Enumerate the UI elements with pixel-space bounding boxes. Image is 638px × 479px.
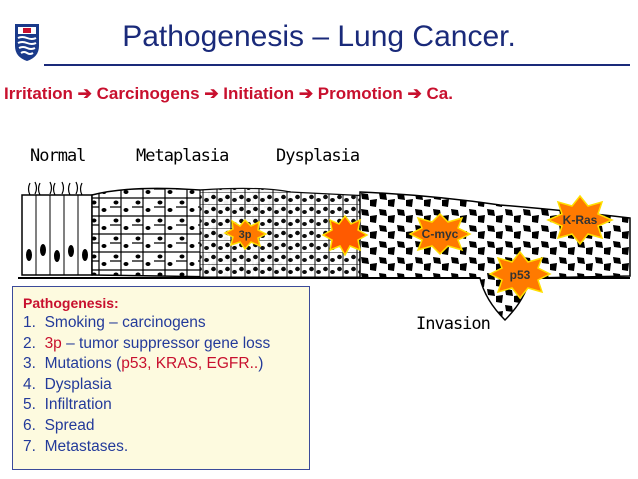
- pathogenesis-list: 1. Smoking – carcinogens 2. 3p – tumor s…: [23, 313, 309, 457]
- marker-label-kras: K-Ras: [563, 213, 598, 227]
- marker-label-p53: p53: [510, 268, 531, 282]
- list-item: 4. Dysplasia: [23, 375, 112, 393]
- page-title: Pathogenesis – Lung Cancer.: [122, 20, 516, 53]
- list-item: 6. Spread: [23, 416, 95, 434]
- list-item: 7. Metastases.: [23, 437, 129, 455]
- mutation-burst: [321, 214, 369, 257]
- stage-label-dysplasia: Dysplasia: [276, 146, 360, 166]
- pathogenesis-heading: Pathogenesis:: [23, 295, 119, 311]
- list-item: 2. 3p – tumor suppressor gene loss: [23, 334, 271, 352]
- marker-p53: [488, 250, 552, 300]
- list-item: 5. Infiltration: [23, 396, 112, 414]
- normal-cells: [21, 194, 93, 276]
- marker-label-3p: 3p: [239, 229, 252, 241]
- university-logo: [15, 24, 39, 61]
- pathogenesis-box: Pathogenesis: 1. Smoking – carcinogens 2…: [12, 286, 310, 470]
- list-item: 1. Smoking – carcinogens: [23, 314, 206, 331]
- stage-label-invasion: Invasion: [416, 314, 491, 334]
- list-item: 3. Mutations (p53, KRAS, EGFR..): [23, 355, 264, 373]
- marker-cmyc: [408, 212, 472, 256]
- stage-label-normal: Normal: [30, 146, 86, 166]
- marker-label-cmyc: C-myc: [422, 227, 459, 241]
- cilia: [27, 181, 83, 196]
- marker-3p: [223, 218, 268, 251]
- title-underline: [44, 64, 630, 66]
- marker-kras: [546, 194, 614, 246]
- pathway-subtitle: Irritation ➔ Carcinogens ➔ Initiation ➔ …: [4, 84, 453, 103]
- stage-label-metaplasia: Metaplasia: [136, 146, 229, 166]
